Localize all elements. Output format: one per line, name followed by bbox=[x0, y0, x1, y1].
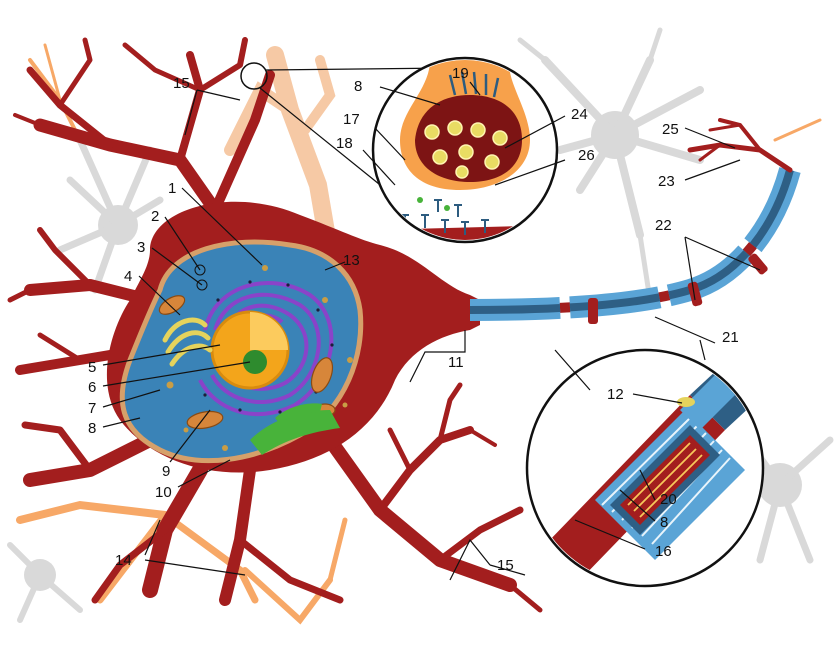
label-22: 22 bbox=[655, 217, 672, 234]
label-1: 1 bbox=[168, 180, 176, 197]
label-17: 17 bbox=[343, 111, 360, 128]
synapse-source-marker bbox=[240, 62, 268, 90]
label-10: 10 bbox=[155, 484, 172, 501]
synaptic-vesicles bbox=[424, 120, 508, 179]
nissl-bodies bbox=[250, 403, 340, 455]
label-21: 21 bbox=[722, 329, 739, 346]
label-25: 25 bbox=[662, 121, 679, 138]
label-26: 26 bbox=[578, 147, 595, 164]
synapse-inset bbox=[371, 56, 559, 244]
label-11: 11 bbox=[448, 354, 464, 371]
label-7: 7 bbox=[88, 400, 96, 417]
label-6: 6 bbox=[88, 379, 96, 396]
cytoplasm-granules bbox=[166, 265, 353, 451]
label-15-top: 15 bbox=[173, 75, 190, 92]
label-24: 24 bbox=[571, 106, 588, 123]
label-8-myelin: 8 bbox=[660, 514, 668, 531]
nodes-of-ranvier bbox=[588, 253, 768, 324]
vesicle-markers bbox=[194, 264, 208, 291]
label-2: 2 bbox=[151, 208, 159, 225]
golgi-apparatus bbox=[162, 317, 213, 367]
label-8-synapse: 8 bbox=[354, 78, 362, 95]
label-13: 13 bbox=[343, 252, 360, 269]
myelin-zoom-lines bbox=[554, 339, 706, 391]
label-23: 23 bbox=[658, 173, 675, 190]
label-16: 16 bbox=[655, 543, 672, 560]
nucleolus bbox=[243, 350, 267, 374]
label-12: 12 bbox=[607, 386, 624, 403]
nucleus bbox=[210, 310, 290, 390]
label-20: 20 bbox=[660, 491, 677, 508]
label-5: 5 bbox=[88, 359, 96, 376]
callout-leaders bbox=[102, 81, 761, 581]
label-9: 9 bbox=[162, 463, 170, 480]
label-18: 18 bbox=[336, 135, 353, 152]
label-19: 19 bbox=[452, 65, 469, 82]
label-4: 4 bbox=[124, 268, 132, 285]
label-15-bottom: 15 bbox=[497, 557, 514, 574]
label-3: 3 bbox=[137, 239, 145, 256]
callout-labels: 1 2 3 4 5 6 7 8 9 10 11 12 13 14 15 15 1… bbox=[88, 65, 739, 574]
label-8-soma: 8 bbox=[88, 420, 96, 437]
axon-terminal bbox=[687, 118, 793, 173]
myelin-inset bbox=[525, 348, 765, 588]
label-14: 14 bbox=[115, 552, 132, 569]
